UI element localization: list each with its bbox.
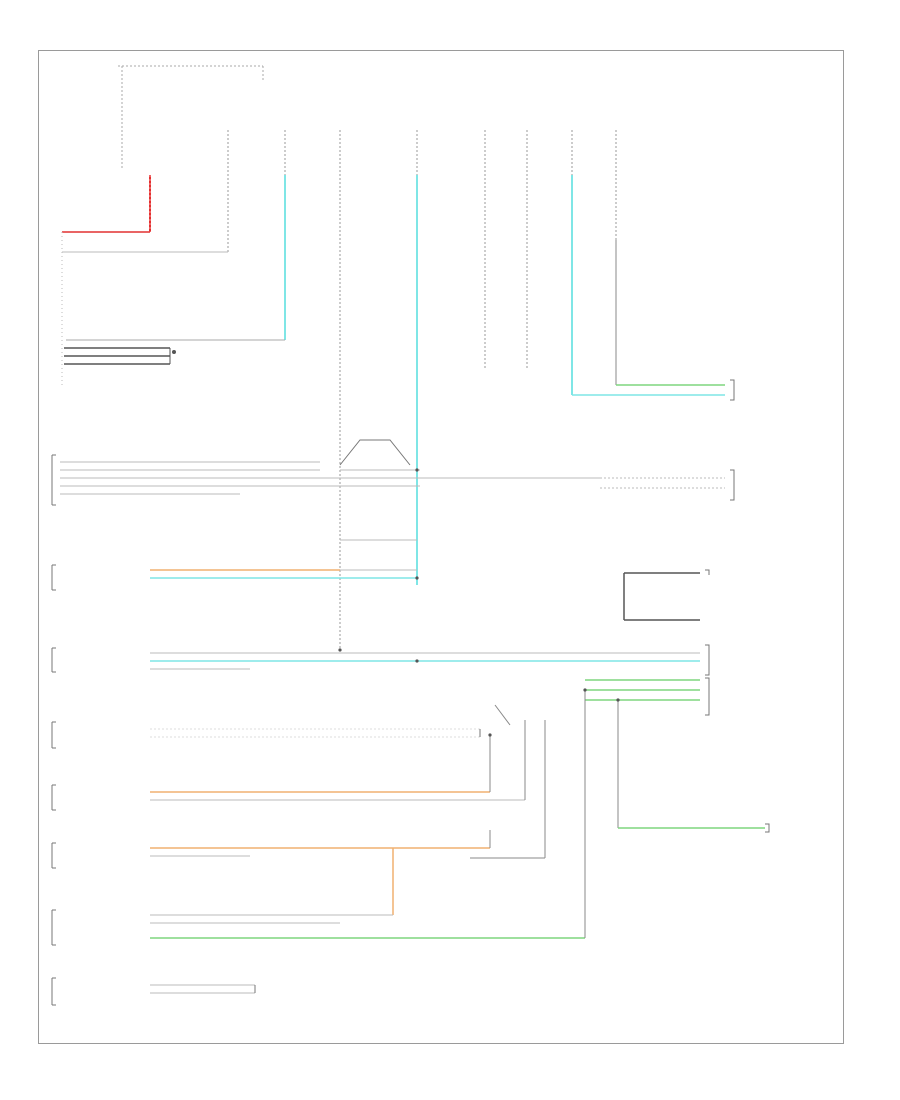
splice-points xyxy=(338,468,620,737)
connector-block-7 xyxy=(51,690,586,946)
diagram-frame xyxy=(38,50,844,1044)
connector-block-2 xyxy=(51,539,417,591)
connector-block-3 xyxy=(51,572,710,676)
right-terminals xyxy=(705,379,770,833)
connector-block-1 xyxy=(51,439,735,506)
connector-block-8 xyxy=(51,977,256,1006)
connector-block-5 xyxy=(51,720,546,858)
top-bus xyxy=(118,65,264,168)
vertical-wires xyxy=(62,130,725,650)
left-pin-stack xyxy=(61,232,176,385)
connector-block-6 xyxy=(51,700,765,915)
connector-block-4 xyxy=(51,677,710,749)
